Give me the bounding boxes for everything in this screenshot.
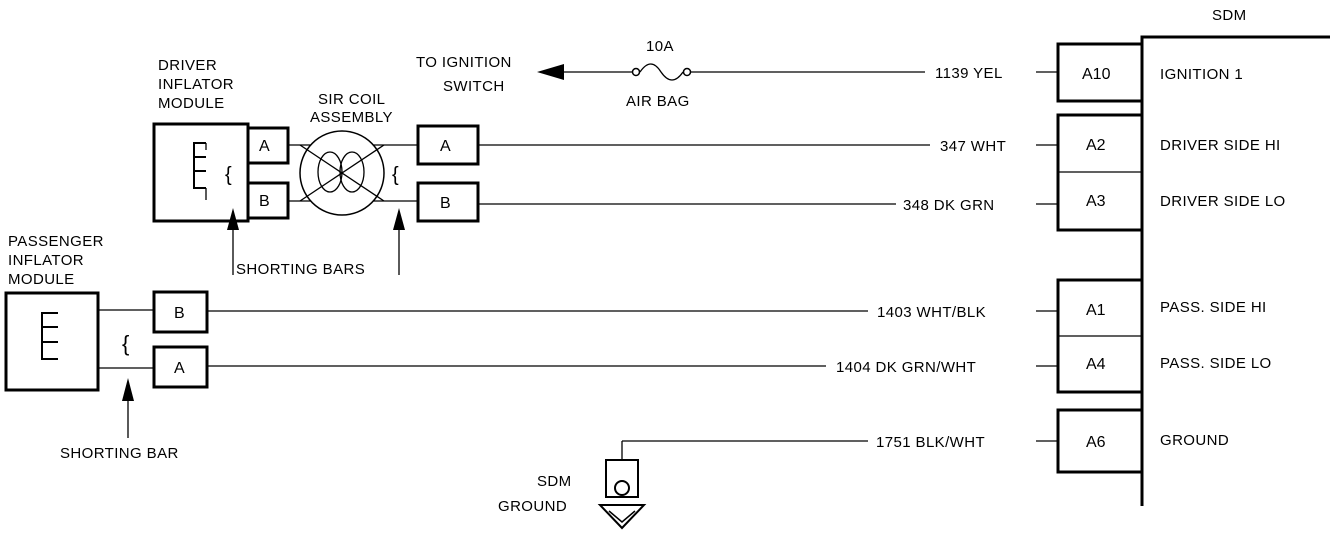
sdm-title: SDM <box>1212 7 1247 24</box>
passenger-module-label-1: PASSENGER <box>8 233 104 250</box>
sdm-function-ground: GROUND <box>1160 432 1229 449</box>
sdm-pin-a3-label: A3 <box>1086 193 1106 210</box>
circuit-1139-label: 1139 YEL <box>935 65 1003 82</box>
sir-coil-label-2: ASSEMBLY <box>310 109 393 126</box>
sir-coil-pin-b <box>416 181 480 223</box>
sdm-function-ignition: IGNITION 1 <box>1160 66 1243 83</box>
ignition-label-2: SWITCH <box>443 78 505 95</box>
passenger-module-pin-b <box>152 290 209 334</box>
sdm-function-pass-hi: PASS. SIDE HI <box>1160 299 1267 316</box>
sdm-pin-a4-label: A4 <box>1086 356 1106 373</box>
ground-symbol-inner <box>608 510 636 523</box>
circuit-1751-label: 1751 BLK/WHT <box>876 434 985 451</box>
arrow-up-icon <box>227 208 239 230</box>
passenger-shorting-bar-icon: { <box>122 331 129 356</box>
fuse-rating: 10A <box>646 38 674 55</box>
arrow-up-icon <box>393 208 405 230</box>
ground-symbol-icon <box>597 504 647 530</box>
passenger-module-label-3: MODULE <box>8 271 75 288</box>
arrow-up-icon <box>122 378 134 401</box>
sdm-pin-a6-label: A6 <box>1086 434 1106 451</box>
ignition-label-1: TO IGNITION <box>416 54 512 71</box>
passenger-shorting-bar-label: SHORTING BAR <box>60 445 179 462</box>
passenger-module-pin-a <box>152 345 209 389</box>
sdm-pin-a1-label: A1 <box>1086 302 1106 319</box>
driver-shorting-bars-label: SHORTING BARS <box>236 261 365 278</box>
driver-squib-icon <box>193 142 206 189</box>
sdm-pin-a2-label: A2 <box>1086 137 1106 154</box>
passenger-module-pin-b-label: B <box>174 305 185 322</box>
passenger-module-pin-a-label: A <box>174 360 185 377</box>
sdm-function-pass-lo: PASS. SIDE LO <box>1160 355 1272 372</box>
fuse-terminal-right <box>682 67 692 77</box>
driver-module-pin-b-label: B <box>259 193 270 210</box>
fuse-element <box>639 63 684 81</box>
driver-shorting-bar-icon: { <box>225 164 232 186</box>
sdm-pin-a10-label: A10 <box>1082 66 1111 83</box>
ground-lug-icon <box>605 459 639 498</box>
passenger-module-label-2: INFLATOR <box>8 252 84 269</box>
arrow-left-icon <box>537 64 564 80</box>
circuit-1403-label: 1403 WHT/BLK <box>877 304 986 321</box>
driver-inflator-module <box>152 122 250 223</box>
sir-coil-winding-1 <box>317 151 343 193</box>
driver-module-label-3: MODULE <box>158 95 225 112</box>
sdm-ground-label-1: SDM <box>537 473 572 490</box>
circuit-348-label: 348 DK GRN <box>903 197 995 214</box>
ground-eyelet-icon <box>614 480 630 496</box>
passenger-squib-icon <box>41 312 58 360</box>
sir-coil-pin-a <box>416 124 480 166</box>
circuit-347-label: 347 WHT <box>940 138 1006 155</box>
fuse-terminal-left <box>631 67 641 77</box>
sdm-ground-label-2: GROUND <box>498 498 567 515</box>
sir-coil-pin-b-label: B <box>440 195 451 212</box>
driver-module-label-2: INFLATOR <box>158 76 234 93</box>
sir-coil-lead-2 <box>299 144 385 202</box>
fuse-name: AIR BAG <box>626 93 690 110</box>
circuit-1404-label: 1404 DK GRN/WHT <box>836 359 976 376</box>
sir-coil-label-1: SIR COIL <box>318 91 385 108</box>
driver-module-pin-a-label: A <box>259 138 270 155</box>
sdm-function-driver-lo: DRIVER SIDE LO <box>1160 193 1286 210</box>
passenger-inflator-module <box>4 291 100 392</box>
driver-module-label-1: DRIVER <box>158 57 217 74</box>
coil-shorting-bar-icon: { <box>392 164 399 186</box>
sdm-function-driver-hi: DRIVER SIDE HI <box>1160 137 1281 154</box>
sir-coil-pin-a-label: A <box>440 138 451 155</box>
